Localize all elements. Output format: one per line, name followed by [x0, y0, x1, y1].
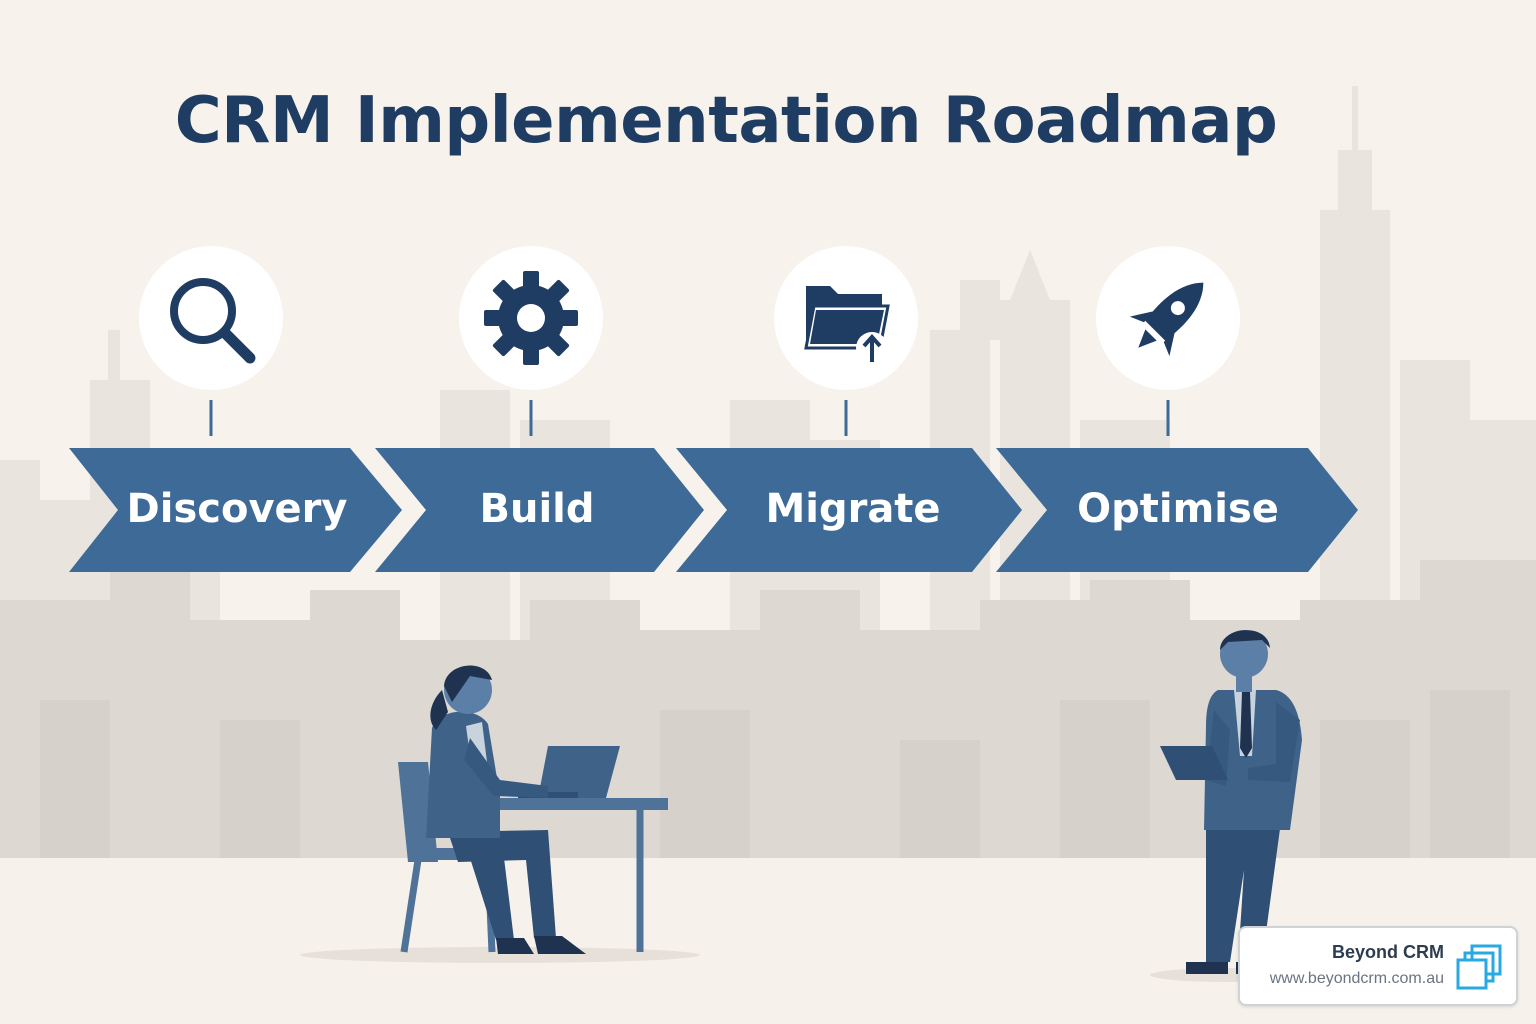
man-with-tablet: [1160, 630, 1302, 974]
step-3-icon-circle: [774, 246, 918, 390]
step-1-label: Discovery: [126, 486, 348, 532]
step-2-chevron: [375, 448, 704, 572]
page-title: CRM Implementation Roadmap: [174, 84, 1278, 158]
step-3-label: Migrate: [765, 486, 941, 532]
woman-at-laptop: [398, 665, 668, 954]
step-1-icon-circle: [139, 246, 283, 390]
step-4-label: Optimise: [1077, 486, 1279, 532]
rocket-icon: [1129, 282, 1204, 357]
step-4-icon-circle: [1096, 246, 1240, 390]
brand-name: Beyond CRM: [1332, 942, 1444, 962]
magnifier-icon: [170, 278, 256, 364]
brand-url[interactable]: www.beyondcrm.com.au: [1269, 970, 1444, 987]
step-1-chevron: [69, 448, 402, 572]
step-4-chevron: [996, 448, 1358, 572]
folder-upload-icon: [804, 286, 890, 364]
brand-badge[interactable]: Beyond CRM www.beyondcrm.com.au: [1238, 926, 1518, 1006]
step-2-label: Build: [479, 486, 595, 532]
step-3-chevron: [676, 448, 1022, 572]
gear-icon: [484, 271, 578, 365]
step-2-icon-circle: [459, 246, 603, 390]
beyond-crm-logo: [1456, 944, 1502, 990]
